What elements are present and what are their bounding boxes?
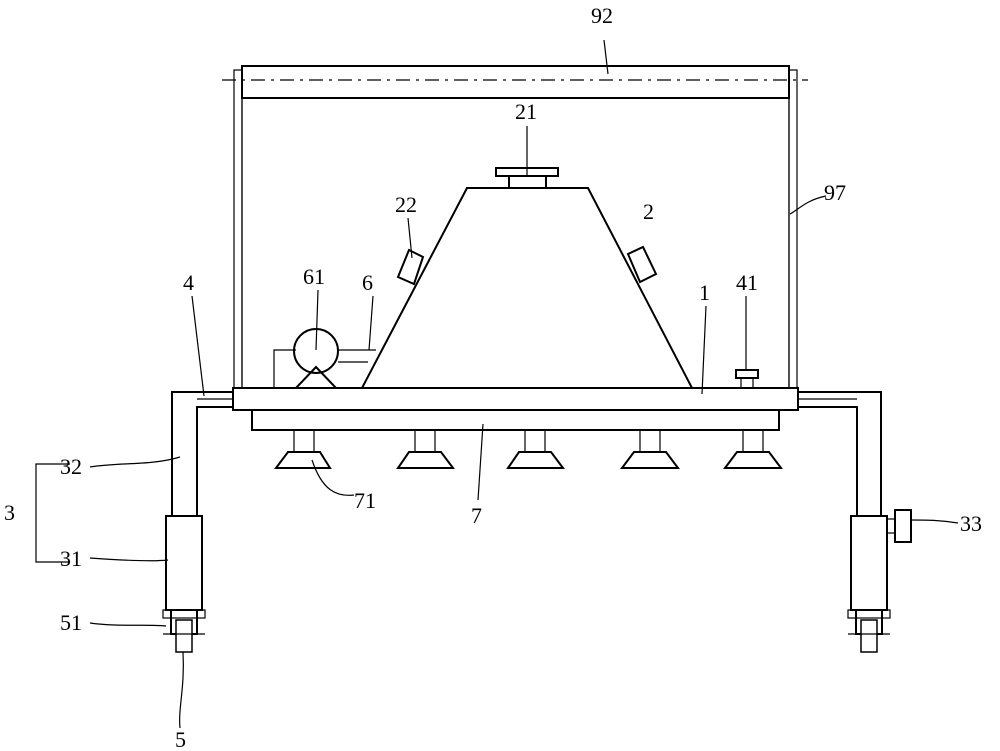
suction-cup xyxy=(274,429,332,469)
leader-lines xyxy=(35,39,959,729)
suction-cup xyxy=(506,429,565,469)
label-1: 1 xyxy=(699,280,710,305)
label-61: 61 xyxy=(303,264,325,289)
label-2: 2 xyxy=(643,199,654,224)
part-labels: 92 21 97 22 2 61 6 4 1 41 32 3 31 71 7 3… xyxy=(4,3,982,751)
label-22: 22 xyxy=(395,192,417,217)
label-4: 4 xyxy=(183,270,194,295)
label-92: 92 xyxy=(591,3,613,28)
label-41: 41 xyxy=(736,270,758,295)
label-51: 51 xyxy=(60,610,82,635)
suction-cup xyxy=(620,429,680,469)
label-6: 6 xyxy=(362,270,373,295)
valve xyxy=(735,369,759,389)
lower-plate xyxy=(251,409,780,431)
label-21: 21 xyxy=(515,99,537,124)
suction-cups xyxy=(274,429,783,469)
left-leg xyxy=(162,391,233,653)
suction-cup xyxy=(396,429,455,469)
right-leg xyxy=(798,391,912,653)
side-block-right xyxy=(626,245,658,284)
label-7: 7 xyxy=(471,503,482,528)
label-33: 33 xyxy=(960,511,982,536)
label-97: 97 xyxy=(824,180,846,205)
label-3: 3 xyxy=(4,500,15,525)
label-71: 71 xyxy=(354,488,376,513)
suction-cup xyxy=(723,429,783,469)
side-block-left xyxy=(396,248,425,286)
base-plate xyxy=(232,387,799,411)
fan-assembly xyxy=(273,328,376,389)
label-31: 31 xyxy=(60,546,82,571)
label-32: 32 xyxy=(60,454,82,479)
label-5: 5 xyxy=(175,727,186,751)
